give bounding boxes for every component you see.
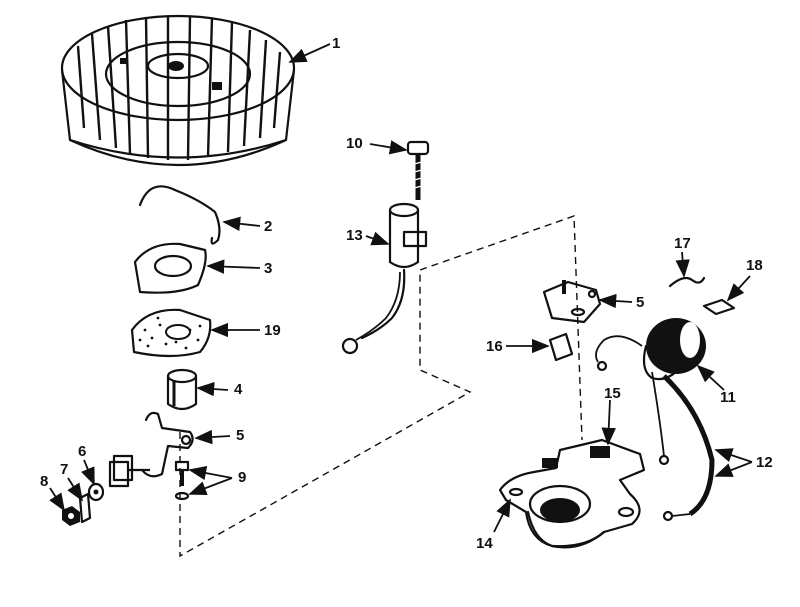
shim (702, 298, 736, 316)
callout-13: 13 (346, 227, 363, 244)
callout-11: 11 (720, 389, 736, 406)
callout-4: 4 (234, 381, 243, 398)
condenser (341, 202, 428, 355)
condenser-screw (406, 140, 430, 200)
felt-pad (130, 308, 212, 358)
callout-17: 17 (674, 235, 691, 252)
spring-clip (138, 185, 221, 245)
ignition-coil (595, 318, 706, 381)
callout-6: 6 (78, 443, 87, 460)
callout-15: 15 (604, 385, 621, 402)
alignment-lines (179, 215, 583, 558)
felt-block (548, 332, 574, 362)
callout-19: 19 (264, 322, 281, 339)
callout-3: 3 (264, 260, 273, 277)
callout-9: 9 (238, 469, 247, 486)
bushing (166, 368, 198, 411)
small-hardware (62, 482, 105, 526)
leader-arrows (49, 43, 753, 533)
callout-5-right: 5 (636, 294, 645, 311)
flywheel (60, 14, 296, 167)
spring-wire (668, 276, 706, 288)
gasket-plate (133, 242, 207, 294)
callout-2: 2 (264, 218, 273, 235)
callout-8: 8 (40, 473, 49, 490)
callout-18: 18 (746, 257, 763, 274)
breaker-point-right (542, 280, 602, 324)
callout-10: 10 (346, 135, 363, 152)
callout-12: 12 (756, 454, 773, 471)
breaker-bracket-left (108, 411, 194, 488)
lead-wires (651, 371, 715, 522)
breaker-housing (498, 438, 646, 549)
screw-and-washer (174, 460, 190, 501)
callout-14: 14 (476, 535, 493, 552)
callout-7: 7 (60, 461, 69, 478)
callout-16: 16 (486, 338, 503, 355)
callout-5-left: 5 (236, 427, 245, 444)
callout-1: 1 (332, 35, 341, 52)
